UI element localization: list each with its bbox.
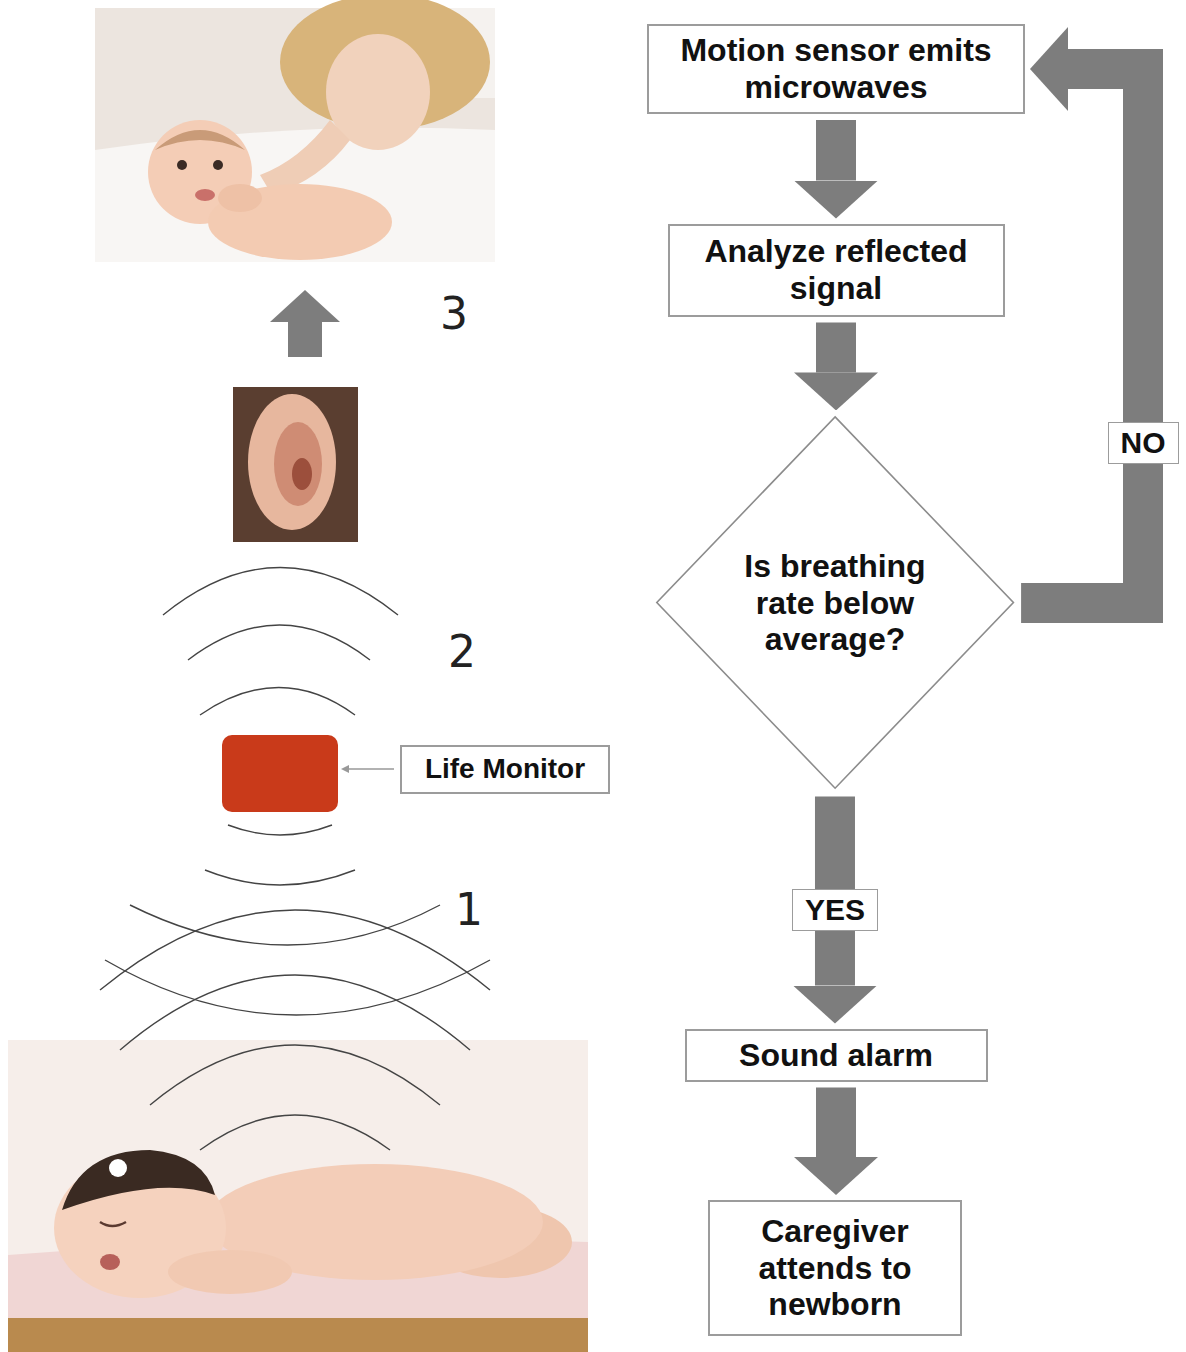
baby-hair: [155, 130, 245, 150]
ear-inner: [274, 422, 322, 506]
baby-mouth: [195, 189, 215, 201]
wave-arc: [105, 960, 490, 1015]
mother-baby-photo: [95, 0, 495, 262]
ear-shape: [248, 394, 336, 530]
wave-arc: [120, 975, 470, 1050]
node-text: Caregiver attends to newborn: [720, 1213, 950, 1323]
block-arrow: [816, 1088, 856, 1158]
wave-arc: [163, 568, 398, 616]
block-arrow: [816, 323, 856, 373]
leader-line: [348, 768, 394, 770]
baby-body: [208, 184, 392, 260]
baby-hair: [62, 1150, 215, 1210]
node-text: Sound alarm: [739, 1037, 933, 1074]
wave-arc: [228, 825, 332, 835]
photo-ground: [8, 1040, 588, 1352]
process-box: Caregiver attends to newborn: [708, 1200, 962, 1336]
edge-label: NO: [1108, 422, 1179, 464]
wave-arc: [150, 1045, 440, 1105]
node-text: Motion sensor emits microwaves: [659, 32, 1013, 106]
wave-arc: [205, 870, 355, 885]
node-text: Analyze reflected signal: [680, 233, 993, 307]
mother-arm: [260, 120, 350, 195]
hair-bow: [109, 1159, 127, 1177]
block-arrow: [816, 120, 856, 181]
callout-number: 3: [440, 292, 468, 336]
leader-arrowhead: [341, 765, 349, 773]
edge-label: YES: [792, 889, 878, 931]
baby-arm: [168, 1250, 292, 1294]
sound-waves: [163, 568, 398, 716]
process-box: Motion sensor emits microwaves: [647, 24, 1025, 114]
process-box: Analyze reflected signal: [668, 224, 1005, 317]
closed-eye: [100, 1222, 126, 1226]
wave-arc: [188, 625, 370, 660]
baby-eye: [213, 160, 223, 170]
wave-arc: [100, 910, 490, 990]
wave-arc: [200, 688, 355, 716]
baby-mouth: [100, 1254, 120, 1270]
ear-canal: [292, 458, 312, 490]
device-label: Life Monitor: [400, 745, 610, 794]
ear-photo: [233, 387, 358, 542]
sleeping-baby-photo: [8, 1040, 588, 1352]
life-monitor-device: [222, 735, 338, 812]
block-arrow: [1021, 69, 1143, 603]
baby-eye: [177, 160, 187, 170]
baby-hand: [218, 184, 262, 212]
process-box: Sound alarm: [685, 1029, 988, 1082]
diamond-shape: [657, 417, 1014, 788]
callout-number: 1: [455, 888, 483, 932]
node-text: Life Monitor: [425, 753, 585, 785]
node-text: Is breathing rate below average?: [727, 548, 942, 658]
microwaves: [105, 825, 490, 1015]
wave-arc: [200, 1115, 390, 1150]
microwaves: [100, 910, 490, 1150]
decision-diamond: Is breathing rate below average?: [655, 415, 1015, 790]
up-arrow: [270, 290, 340, 357]
photo-ground: [233, 387, 358, 542]
callout-number: 2: [448, 630, 476, 674]
wicker-basket: [8, 1318, 588, 1352]
